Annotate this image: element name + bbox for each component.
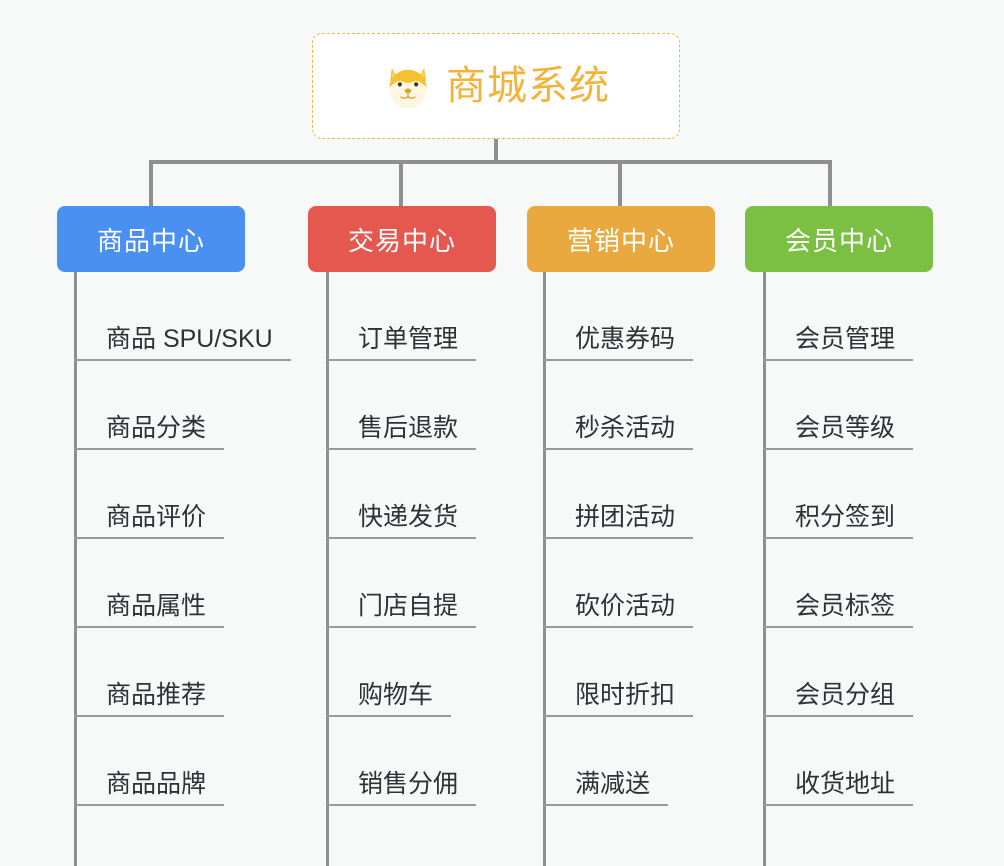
leaf-label: 会员等级 [763,414,914,450]
list-item[interactable]: 会员标签 [763,539,914,628]
branch-header-marketing-center[interactable]: 营销中心 [527,206,715,272]
connector-drop-4 [828,160,832,206]
list-item[interactable]: 会员分组 [763,628,914,717]
list-item[interactable]: 商品分类 [74,361,291,450]
connector-drop-2 [399,160,403,206]
list-item[interactable]: 拼团活动 [543,450,694,539]
list-item[interactable]: 商品 SPU/SKU [74,272,291,361]
list-item[interactable]: 快递发货 [326,450,477,539]
branch-header-label: 交易中心 [347,225,456,256]
leaf-label: 订单管理 [326,325,477,361]
leaf-list-trade-center: 订单管理 售后退款 快递发货 门店自提 购物车 销售分佣 [326,272,477,806]
list-item[interactable]: 满减送 [543,717,693,806]
list-item[interactable]: 会员等级 [763,361,914,450]
list-item[interactable]: 商品推荐 [74,628,291,717]
branch-spine [326,272,329,866]
leaf-label: 售后退款 [326,414,477,450]
leaf-label: 购物车 [326,681,452,717]
branch-header-product-center[interactable]: 商品中心 [57,206,245,272]
connector-trunk-vertical [494,139,498,163]
list-item[interactable]: 售后退款 [326,361,477,450]
list-item[interactable]: 商品评价 [74,450,291,539]
list-item[interactable]: 商品品牌 [74,717,291,806]
list-item[interactable]: 购物车 [326,628,476,717]
leaf-label: 积分签到 [763,503,914,539]
branch-spine [74,272,77,866]
list-item[interactable]: 销售分佣 [326,717,477,806]
leaf-label: 砍价活动 [543,592,694,628]
list-item[interactable]: 收货地址 [763,717,914,806]
leaf-label: 会员分组 [763,681,914,717]
leaf-label: 商品属性 [74,592,225,628]
leaf-label: 满减送 [543,770,669,806]
list-item[interactable]: 门店自提 [326,539,477,628]
connector-horizontal-bus [149,160,832,164]
leaf-label: 商品分类 [74,414,225,450]
list-item[interactable]: 订单管理 [326,272,477,361]
list-item[interactable]: 商品属性 [74,539,291,628]
leaf-label: 限时折扣 [543,681,694,717]
list-item[interactable]: 积分签到 [763,450,914,539]
branch-header-label: 商品中心 [96,225,205,256]
root-title: 商城系统 [446,64,610,108]
branch-trade-center: 交易中心 订单管理 售后退款 快递发货 门店自提 购物车 销售分佣 [308,206,496,866]
connector-drop-3 [618,160,622,206]
leaf-label: 会员管理 [763,325,914,361]
branch-member-center: 会员中心 会员管理 会员等级 积分签到 会员标签 会员分组 收货地址 [745,206,933,866]
branch-header-member-center[interactable]: 会员中心 [745,206,933,272]
leaf-label: 商品 SPU/SKU [74,325,291,361]
leaf-label: 门店自提 [326,592,477,628]
branch-header-trade-center[interactable]: 交易中心 [308,206,496,272]
leaf-label: 商品评价 [74,503,225,539]
leaf-list-marketing-center: 优惠券码 秒杀活动 拼团活动 砍价活动 限时折扣 满减送 [543,272,694,806]
mindmap-canvas: 商城系统 商品中心 商品 SPU/SKU 商品分类 商品评价 商品属性 商品推荐… [57,33,933,866]
leaf-label: 商品品牌 [74,770,225,806]
leaf-label: 拼团活动 [543,503,694,539]
branch-spine [543,272,546,866]
leaf-list-product-center: 商品 SPU/SKU 商品分类 商品评价 商品属性 商品推荐 商品品牌 [74,272,291,806]
leaf-label: 秒杀活动 [543,414,694,450]
leaf-label: 商品推荐 [74,681,225,717]
list-item[interactable]: 秒杀活动 [543,361,694,450]
branch-header-label: 营销中心 [566,225,675,256]
branch-spine [763,272,766,866]
leaf-label: 会员标签 [763,592,914,628]
root-node[interactable]: 商城系统 [312,33,680,139]
shiba-dog-face-icon [389,68,427,108]
leaf-label: 销售分佣 [326,770,477,806]
list-item[interactable]: 砍价活动 [543,539,694,628]
connector-drop-1 [149,160,153,206]
leaf-list-member-center: 会员管理 会员等级 积分签到 会员标签 会员分组 收货地址 [763,272,914,806]
branch-header-label: 会员中心 [784,225,893,256]
list-item[interactable]: 限时折扣 [543,628,694,717]
branch-product-center: 商品中心 商品 SPU/SKU 商品分类 商品评价 商品属性 商品推荐 商品品牌 [57,206,291,866]
list-item[interactable]: 优惠券码 [543,272,694,361]
leaf-label: 收货地址 [763,770,914,806]
leaf-label: 快递发货 [326,503,477,539]
leaf-label: 优惠券码 [543,325,694,361]
branch-marketing-center: 营销中心 优惠券码 秒杀活动 拼团活动 砍价活动 限时折扣 满减送 [527,206,715,866]
list-item[interactable]: 会员管理 [763,272,914,361]
